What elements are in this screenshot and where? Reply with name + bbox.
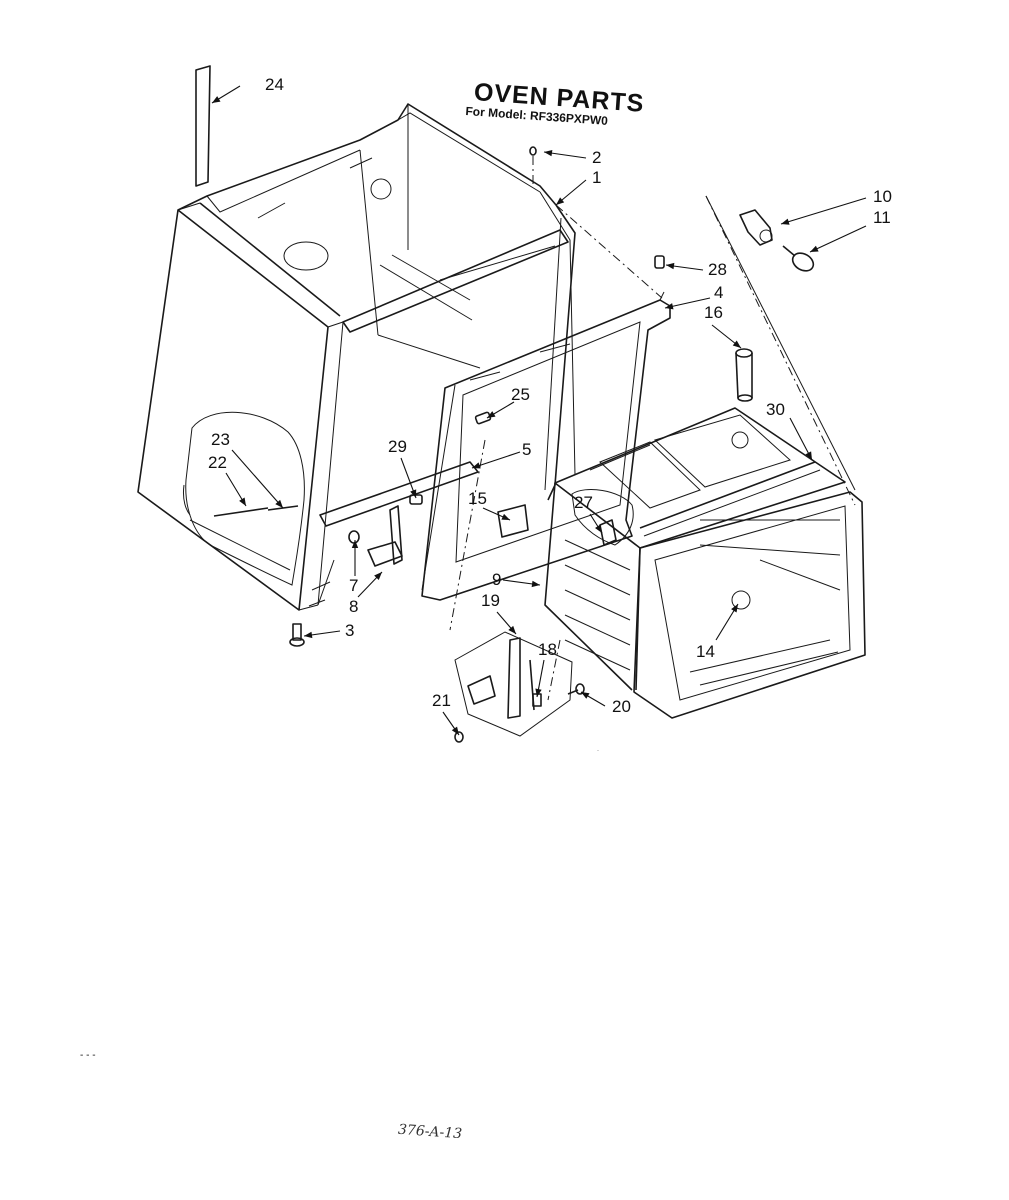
callout-arrowhead-1 xyxy=(556,197,565,205)
callout-label-20: 20 xyxy=(612,697,631,716)
callout-arrowhead-14 xyxy=(731,604,738,613)
callout-arrowhead-11 xyxy=(810,245,819,252)
callout-arrowhead-22 xyxy=(239,497,246,506)
callout-label-4: 4 xyxy=(714,283,723,302)
part-22-spring xyxy=(213,507,269,517)
callout-arrowhead-20 xyxy=(581,692,590,699)
callout-arrowhead-23 xyxy=(275,499,283,508)
part-2-screw xyxy=(529,146,537,188)
callout-group: 24 21 10 11 28 416 25 30 29 5 23 22 15 27 9 7 8 19 3 14 18 21… xyxy=(208,75,892,736)
small-parts xyxy=(189,65,815,743)
callout-label-5: 5 xyxy=(522,440,531,459)
callout-arrowhead-27 xyxy=(595,524,602,533)
callout-arrowhead-4 xyxy=(665,303,674,310)
callout-label-22: 22 xyxy=(208,453,227,472)
callout-label-21: 21 xyxy=(432,691,451,710)
part-21-clip xyxy=(454,731,464,743)
callout-arrowhead-29 xyxy=(410,489,417,498)
callout-label-23: 23 xyxy=(211,430,230,449)
part-11-bulb xyxy=(782,245,815,272)
callout-arrowhead-15 xyxy=(501,513,510,520)
front-frame xyxy=(421,291,671,601)
part-24-bracket xyxy=(195,65,211,187)
callout-label-16: 16 xyxy=(704,303,723,322)
callout-arrowhead-19 xyxy=(508,625,516,634)
callout-arrowhead-25 xyxy=(487,411,496,418)
part-20-screw xyxy=(567,683,585,695)
callout-arrowhead-18 xyxy=(535,688,542,697)
cabinet-side-panel xyxy=(137,202,344,611)
part-28-plug xyxy=(654,255,665,269)
callout-label-29: 29 xyxy=(388,437,407,456)
callout-label-30: 30 xyxy=(766,400,785,419)
callout-label-7: 7 xyxy=(349,576,358,595)
callout-label-11: 11 xyxy=(873,208,891,227)
callout-label-14: 14 xyxy=(696,642,715,661)
callout-arrowhead-2 xyxy=(544,149,553,157)
callout-label-2: 2 xyxy=(592,148,601,167)
part-19-burner-valve-group xyxy=(454,631,573,737)
callout-arrowhead-7 xyxy=(351,540,359,548)
callout-label-10: 10 xyxy=(873,187,892,206)
callout-label-9: 9 xyxy=(492,570,501,589)
callout-label-15: 15 xyxy=(468,489,487,508)
callout-label-27: 27 xyxy=(574,493,593,512)
callout-arrowhead-9 xyxy=(531,580,540,588)
callout-leader-23 xyxy=(231,449,284,509)
callout-label-19: 19 xyxy=(481,591,500,610)
callout-label-28: 28 xyxy=(708,260,727,279)
alignment-lines xyxy=(449,195,856,701)
part-15-bracket xyxy=(497,504,529,538)
callout-arrowhead-3 xyxy=(304,631,313,639)
callout-leader-11 xyxy=(809,225,867,253)
callout-arrowhead-5 xyxy=(472,462,481,469)
callout-arrowhead-8 xyxy=(374,572,382,580)
callout-arrowhead-21 xyxy=(451,726,459,735)
callout-arrowhead-24 xyxy=(212,96,221,103)
part-7-nut xyxy=(348,530,360,544)
callout-label-25: 25 xyxy=(511,385,530,404)
callout-label-18: 18 xyxy=(538,640,557,659)
callout-arrowhead-30 xyxy=(805,451,812,460)
oven-liner xyxy=(544,407,866,719)
part-10-lamp-socket xyxy=(739,209,773,246)
callout-leader-10 xyxy=(780,197,867,225)
callout-arrowhead-28 xyxy=(666,262,675,270)
callout-label-3: 3 xyxy=(345,621,354,640)
svg-text:- - -: - - - xyxy=(80,1050,96,1061)
part-27-clip xyxy=(599,519,617,546)
cabinet-top-frame xyxy=(177,103,576,606)
callout-label-8: 8 xyxy=(349,597,358,616)
part-25-igniter xyxy=(474,411,492,425)
part-3-leveling-leg xyxy=(289,623,305,647)
svg-text:·: · xyxy=(597,748,599,754)
part-16-vent-tube xyxy=(735,348,753,402)
callout-arrowhead-16 xyxy=(732,340,741,348)
part-8-bracket-arm xyxy=(389,505,403,565)
callout-label-24: 24 xyxy=(265,75,284,94)
callout-label-1: 1 xyxy=(592,168,601,187)
callout-arrowhead-10 xyxy=(781,218,790,225)
callout-leader-5 xyxy=(471,451,521,469)
